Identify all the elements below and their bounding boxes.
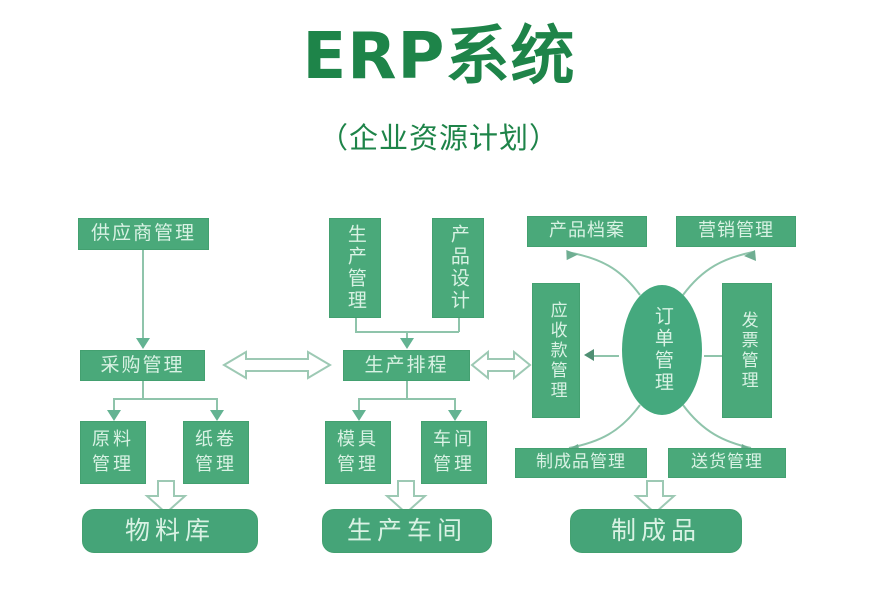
node-production-scheduling[interactable]: 生产排程 xyxy=(343,350,470,381)
node-order-management[interactable]: 订单管理 xyxy=(622,285,702,415)
block-arrow-to-finished-goods xyxy=(633,479,677,515)
arrowhead-to-scheduling xyxy=(400,338,414,349)
block-arrow-purchase-scheduling xyxy=(222,348,332,382)
line-to-workshop xyxy=(454,398,456,414)
line-to-mold xyxy=(358,398,360,414)
line-to-paper-roll xyxy=(216,398,218,414)
node-paper-roll-management[interactable]: 纸卷 管理 xyxy=(183,421,249,484)
line-scheduling-split xyxy=(358,398,455,400)
page-title: ERP系统 xyxy=(302,20,576,94)
block-arrow-materials-to-warehouse xyxy=(144,479,188,515)
node-product-design[interactable]: 产品设计 xyxy=(432,218,484,318)
node-raw-material-management[interactable]: 原料 管理 xyxy=(80,421,146,484)
arrowhead-to-workshop xyxy=(448,410,462,421)
node-mold-management[interactable]: 模具 管理 xyxy=(325,421,391,484)
node-receivables-management[interactable]: 应收款管理 xyxy=(532,283,580,418)
node-production-management[interactable]: 生产管理 xyxy=(329,218,381,318)
block-arrow-to-production-workshop xyxy=(384,479,428,515)
node-finished-goods-management[interactable]: 制成品管理 xyxy=(515,448,647,478)
node-finished-goods[interactable]: 制成品 xyxy=(570,509,742,553)
arrowhead-order-to-receivables xyxy=(584,349,594,361)
line-scheduling-down xyxy=(406,381,408,399)
node-delivery-management[interactable]: 送货管理 xyxy=(668,448,786,478)
node-product-archive[interactable]: 产品档案 xyxy=(527,216,647,247)
line-supplier-to-purchase xyxy=(142,249,144,339)
arrowhead-to-paper-roll xyxy=(210,410,224,421)
line-product-design-down xyxy=(458,318,460,332)
node-material-warehouse[interactable]: 物料库 xyxy=(82,509,258,553)
node-invoice-management[interactable]: 发票管理 xyxy=(722,283,772,418)
curve-order-to-marketing xyxy=(682,251,754,296)
arrowhead-to-mold xyxy=(352,410,366,421)
node-marketing-management[interactable]: 营销管理 xyxy=(676,216,796,247)
node-workshop-management[interactable]: 车间 管理 xyxy=(421,421,487,484)
line-to-raw-material xyxy=(113,398,115,414)
node-production-workshop[interactable]: 生产车间 xyxy=(322,509,492,553)
line-order-to-invoice xyxy=(704,355,731,357)
arrowhead-curve-marketing xyxy=(744,250,756,261)
page-subtitle: （企业资源计划） xyxy=(318,121,559,155)
node-purchase-management[interactable]: 采购管理 xyxy=(80,350,205,381)
arrowhead-curve-product-archive xyxy=(566,250,579,261)
line-purchase-split xyxy=(113,398,218,400)
node-supplier-management[interactable]: 供应商管理 xyxy=(78,218,209,250)
line-production-mgmt-down xyxy=(355,318,357,332)
arrowhead-supplier-to-purchase xyxy=(136,338,150,349)
block-arrow-scheduling-receivables xyxy=(470,348,532,382)
arrowhead-to-raw-material xyxy=(107,410,121,421)
line-merge-to-scheduling xyxy=(406,331,408,341)
line-purchase-down xyxy=(142,381,144,399)
line-order-to-receivables xyxy=(592,355,619,357)
